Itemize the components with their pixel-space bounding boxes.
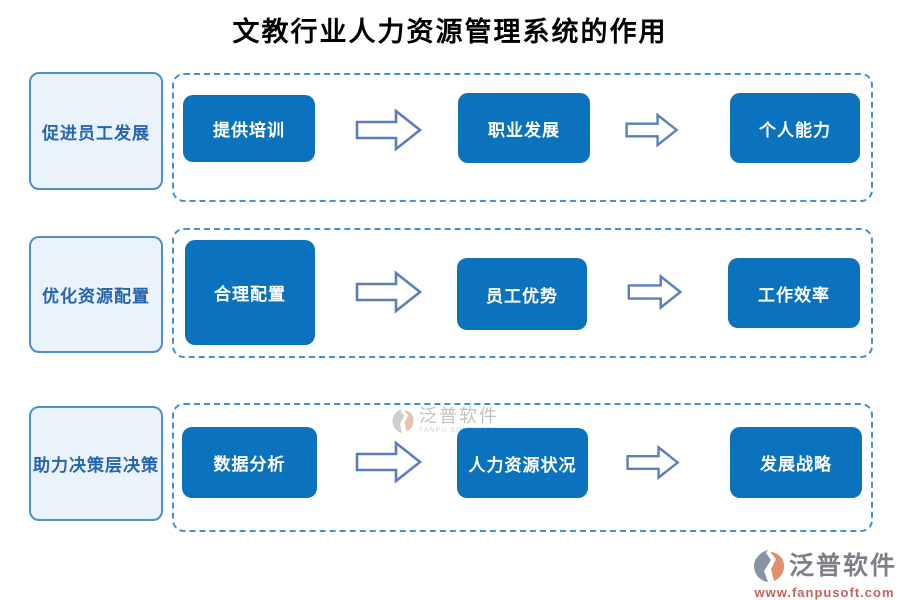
flow-container-row2 <box>172 228 873 358</box>
row-label-text: 优化资源配置 <box>42 287 150 306</box>
step-box: 发展战略 <box>730 427 862 498</box>
flow-arrow-icon <box>355 108 423 152</box>
flow-arrow-icon <box>626 445 680 480</box>
step-box: 员工优势 <box>457 258 587 330</box>
watermark-brand-en: FANPU SOFTWARE <box>419 427 498 434</box>
row-label-resource-allocation: 优化资源配置 <box>29 236 163 353</box>
flow-arrow-icon <box>355 440 423 484</box>
flow-container-row1 <box>172 73 873 202</box>
step-box: 提供培训 <box>183 95 315 162</box>
step-box: 人力资源状况 <box>457 428 588 498</box>
watermark-brand-cn: 泛普软件 <box>419 406 499 426</box>
flow-arrow-icon <box>627 274 683 310</box>
step-box: 个人能力 <box>730 93 860 163</box>
page-title: 文教行业人力资源管理系统的作用 <box>232 17 668 47</box>
flow-arrow-icon <box>355 270 423 314</box>
footer-logo-top: 泛普软件 <box>752 549 897 583</box>
row-label-decision-support: 助力决策层决策 <box>29 406 163 521</box>
flow-container-row3 <box>172 403 873 532</box>
fanpu-logo-icon <box>754 550 785 582</box>
step-box: 工作效率 <box>728 258 860 328</box>
flow-arrow-icon <box>625 112 679 148</box>
step-box: 职业发展 <box>458 93 590 163</box>
footer-brand-cn: 泛普软件 <box>789 552 898 580</box>
row-label-text: 促进员工发展 <box>42 123 150 143</box>
footer-url: www.fanpusoft.com <box>754 585 895 600</box>
step-box: 数据分析 <box>182 427 317 498</box>
row-label-text: 助力决策层决策 <box>33 456 159 475</box>
watermark: 泛普软件 FANPU SOFTWARE <box>391 406 499 436</box>
watermark-text-block: 泛普软件 FANPU SOFTWARE <box>419 406 499 435</box>
step-box: 合理配置 <box>185 240 315 345</box>
footer-logo: 泛普软件 www.fanpusoft.com <box>752 549 897 600</box>
row-label-employee-development: 促进员工发展 <box>29 72 163 190</box>
watermark-logo-icon <box>392 409 414 433</box>
